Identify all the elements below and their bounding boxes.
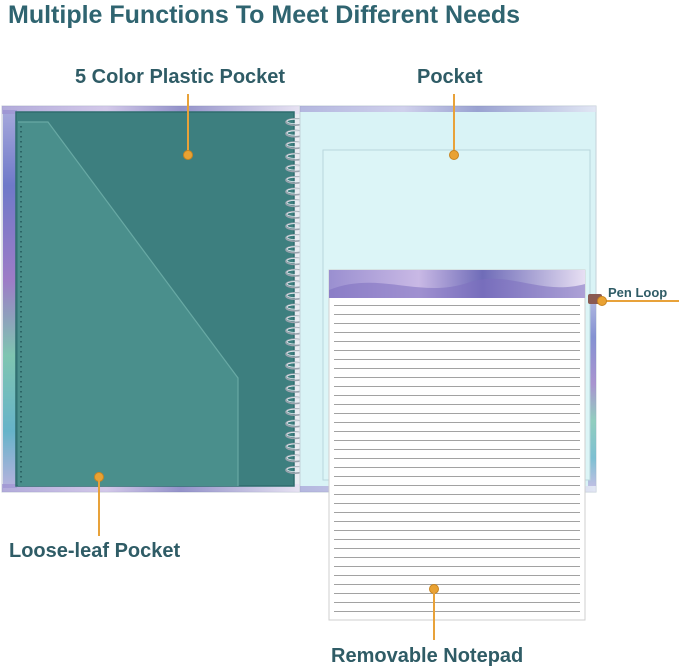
callout-pocket-line xyxy=(453,94,455,154)
callout-pen-loop-label: Pen Loop xyxy=(608,285,668,300)
callout-loose-leaf-label: Loose-leaf Pocket xyxy=(9,540,181,562)
notepad-lines xyxy=(334,300,580,612)
color-tab-edge xyxy=(3,110,17,488)
page-title: Multiple Functions To Meet Different Nee… xyxy=(8,1,521,29)
callout-notepad-line xyxy=(433,590,435,640)
callout-pocket-dot xyxy=(449,150,459,160)
callout-pocket-label: Pocket xyxy=(417,66,483,88)
callout-loose-leaf-line xyxy=(98,478,100,536)
callout-notepad-label: Removable Notepad xyxy=(331,645,524,667)
callout-plastic-pocket-label: 5 Color Plastic Pocket xyxy=(75,66,286,88)
callout-pen-loop-line xyxy=(603,300,679,302)
callout-plastic-pocket-dot xyxy=(183,150,193,160)
callout-pen-loop-dot xyxy=(597,296,607,306)
callout-plastic-pocket-line xyxy=(187,94,189,154)
loose-leaf-pocket-sheet xyxy=(18,122,238,486)
